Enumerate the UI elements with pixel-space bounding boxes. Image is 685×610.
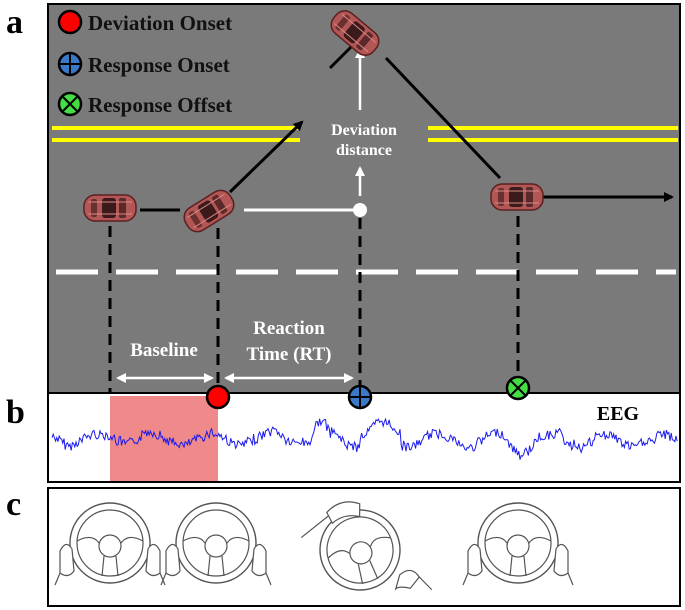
response-onset-marker (347, 384, 373, 410)
car-trajectory (140, 36, 674, 212)
baseline-window (110, 396, 218, 481)
car-icon (490, 183, 544, 211)
deviation-point (353, 203, 367, 217)
deviation-distance-label-1: Deviation (331, 122, 397, 139)
deviation-onset-marker (205, 384, 231, 410)
response-offset-icon (57, 91, 83, 117)
eeg-trace (51, 417, 678, 460)
legend-response-offset: Response Offset (88, 93, 232, 117)
response-onset-icon (57, 51, 83, 77)
yellow-center-lines (52, 126, 678, 142)
legend: Deviation Onset Response Onset Response … (57, 9, 232, 117)
eeg-label: EEG (597, 403, 640, 425)
reaction-time-label-2: Time (RT) (247, 344, 332, 365)
car-icon (83, 194, 137, 222)
panel-label-b: b (6, 394, 25, 431)
panel-label-a: a (6, 4, 23, 41)
legend-deviation-onset: Deviation Onset (88, 11, 232, 35)
hands-on-wheel-icon (300, 501, 433, 591)
panel-label-c: c (6, 486, 21, 523)
deviation-onset-icon (57, 9, 83, 35)
legend-response-onset: Response Onset (88, 53, 230, 77)
deviation-distance-label-2: distance (336, 142, 392, 159)
reaction-time-label-1: Reaction (253, 318, 325, 339)
response-offset-marker (505, 375, 531, 401)
baseline-label: Baseline (130, 340, 198, 361)
